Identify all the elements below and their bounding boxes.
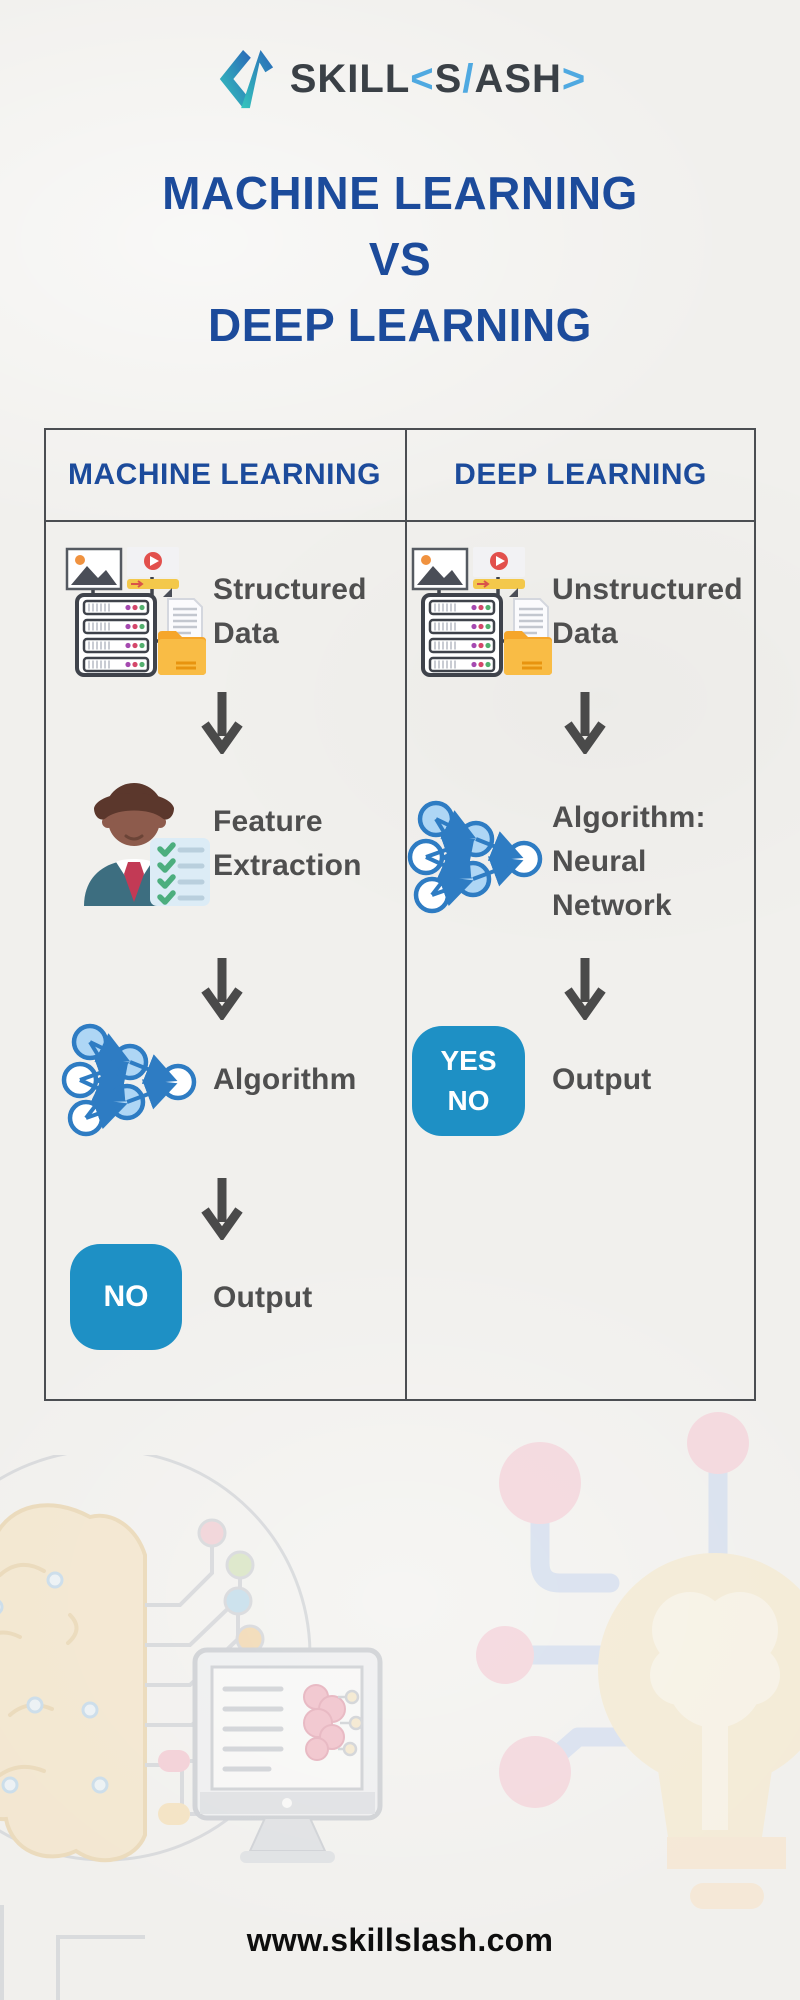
- website-link[interactable]: www.skillslash.com: [246, 1922, 554, 1958]
- logo-part-s: S: [434, 56, 463, 101]
- table-column-divider: [405, 428, 407, 1401]
- ml-step-feature-extraction-label: Feature Extraction: [213, 805, 362, 882]
- ml-column-header: MACHINE LEARNING: [68, 458, 381, 491]
- dl-step-output-label: Output: [552, 1063, 652, 1096]
- neural-network-icon: [406, 795, 548, 921]
- comparison-table: [44, 428, 756, 1401]
- arrow-down-icon: [200, 690, 244, 754]
- code-brackets-logo-icon: [219, 49, 273, 109]
- skillslash-logo: SKILL<S/ASH>: [0, 46, 800, 112]
- arrow-down-icon: [563, 956, 607, 1020]
- dl-output-badge: YES NO: [412, 1026, 525, 1136]
- monitor-brain-decoration: [192, 1647, 383, 1863]
- logo-part-ash: ASH: [474, 56, 562, 101]
- dl-step-algorithm-label: Algorithm: Neural Network: [552, 801, 706, 922]
- ml-step-output-label: Output: [213, 1281, 313, 1314]
- data-sources-icon: [410, 545, 556, 677]
- logo-part-slash: /: [462, 56, 475, 101]
- lightbulb-network-decoration: [476, 1412, 800, 1909]
- ml-step-algorithm-label: Algorithm: [213, 1063, 357, 1096]
- logo-part-open-bracket: <: [410, 56, 435, 101]
- arrow-down-icon: [563, 690, 607, 754]
- dl-step-unstructured-data-label: Unstructured Data: [552, 573, 743, 650]
- ml-output-badge: NO: [70, 1244, 182, 1350]
- arrow-down-icon: [200, 1176, 244, 1240]
- neural-network-icon: [60, 1018, 202, 1144]
- dl-column-header: DEEP LEARNING: [454, 458, 707, 491]
- table-header-separator: [44, 520, 756, 522]
- arrow-down-icon: [200, 956, 244, 1020]
- page-title: MACHINE LEARNING VS DEEP LEARNING: [162, 167, 638, 351]
- ml-step-structured-data-label: Structured Data: [213, 573, 367, 650]
- logo-wordmark: SKILL<S/ASH>: [290, 57, 587, 102]
- brain-circuit-decoration: [0, 1455, 383, 2000]
- logo-part-skill: SKILL: [289, 56, 411, 101]
- data-sources-icon: [64, 545, 210, 677]
- person-checklist-icon: [70, 778, 212, 908]
- logo-part-close-bracket: >: [561, 56, 587, 101]
